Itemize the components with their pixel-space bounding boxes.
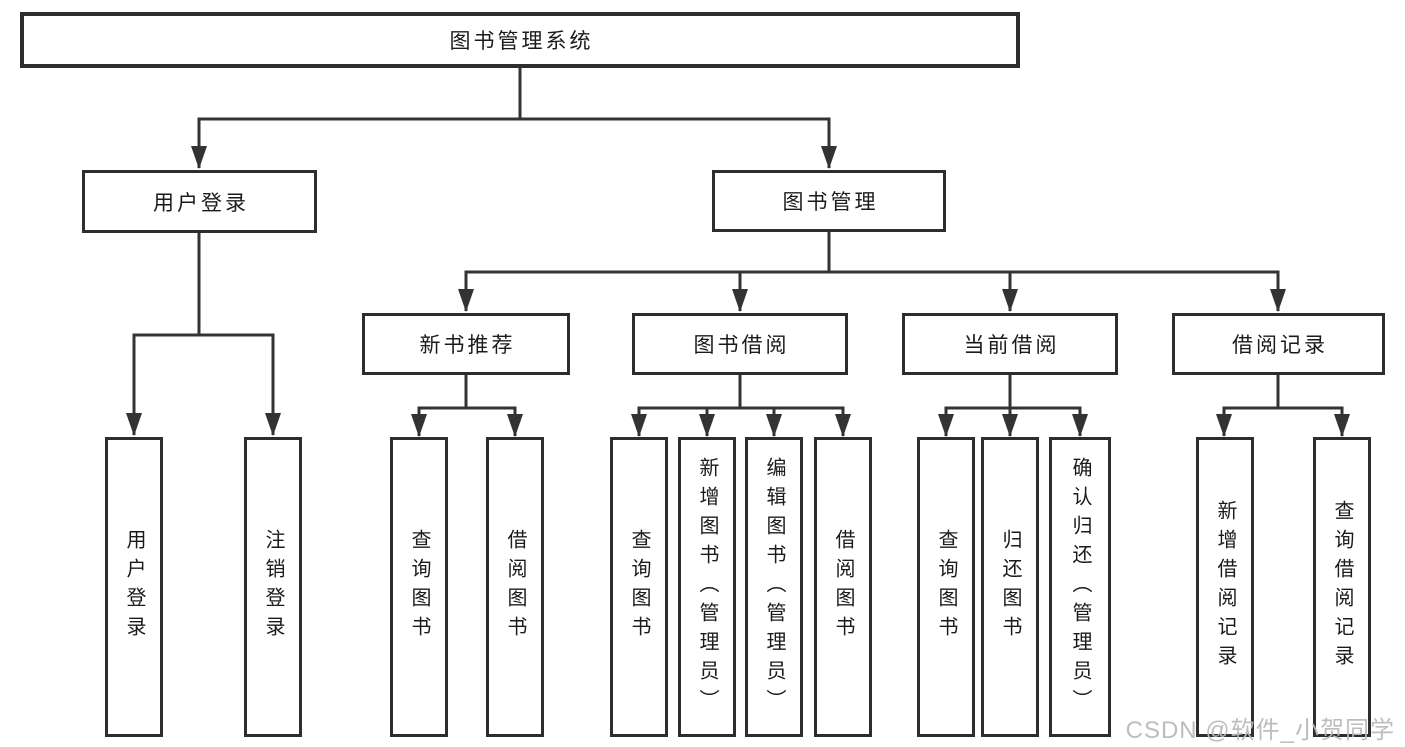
leaf-return-books-label: 归还图书 [999, 529, 1021, 645]
leaf-user-login-label: 用户登录 [123, 529, 145, 645]
leaf-query-books-current-label: 查询图书 [935, 529, 957, 645]
node-root: 图书管理系统 [20, 12, 1020, 68]
leaf-logout-label: 注销登录 [262, 529, 284, 645]
csdn-watermark: CSDN @软件_小贺同学 [1125, 717, 1395, 744]
node-user-login-label: 用户登录 [153, 191, 249, 215]
leaf-borrow-books-recommend-label: 借阅图书 [504, 529, 526, 645]
node-borrow-records: 借阅记录 [1172, 313, 1385, 375]
leaf-query-books-recommend-label: 查询图书 [408, 529, 430, 645]
leaf-add-borrow-record-label: 新增借阅记录 [1214, 500, 1236, 674]
leaf-confirm-return-admin-label: 确认归还（管理员） [1069, 456, 1091, 718]
leaf-query-books-borrow-label: 查询图书 [628, 529, 650, 645]
node-new-book-recommend: 新书推荐 [362, 313, 570, 375]
node-user-login: 用户登录 [82, 170, 317, 233]
node-current-borrow: 当前借阅 [902, 313, 1118, 375]
leaf-add-book-admin-label: 新增图书（管理员） [696, 456, 718, 718]
leaf-query-borrow-record: 查询借阅记录 [1313, 437, 1371, 737]
leaf-user-login: 用户登录 [105, 437, 163, 737]
node-root-label: 图书管理系统 [449, 30, 594, 53]
leaf-add-book-admin: 新增图书（管理员） [678, 437, 736, 737]
leaf-logout: 注销登录 [244, 437, 302, 737]
leaf-borrow-books: 借阅图书 [814, 437, 872, 737]
leaf-query-books-recommend: 查询图书 [390, 437, 448, 737]
node-current-borrow-label: 当前借阅 [963, 334, 1060, 357]
leaf-return-books: 归还图书 [981, 437, 1039, 737]
node-book-management-label: 图书管理 [782, 191, 879, 214]
node-new-book-recommend-label: 新书推荐 [419, 334, 516, 357]
leaf-confirm-return-admin: 确认归还（管理员） [1049, 437, 1111, 737]
node-book-borrow-label: 图书借阅 [693, 334, 790, 357]
leaf-edit-book-admin: 编辑图书（管理员） [745, 437, 803, 737]
leaf-query-books-current: 查询图书 [917, 437, 975, 737]
node-book-management: 图书管理 [712, 170, 946, 232]
leaf-borrow-books-label: 借阅图书 [832, 529, 854, 645]
node-borrow-records-label: 借阅记录 [1232, 334, 1328, 357]
leaf-add-borrow-record: 新增借阅记录 [1196, 437, 1254, 737]
leaf-query-books-borrow: 查询图书 [610, 437, 668, 737]
leaf-borrow-books-recommend: 借阅图书 [486, 437, 544, 737]
node-book-borrow: 图书借阅 [632, 313, 848, 375]
leaf-query-borrow-record-label: 查询借阅记录 [1331, 500, 1353, 674]
leaf-edit-book-admin-label: 编辑图书（管理员） [763, 456, 785, 718]
